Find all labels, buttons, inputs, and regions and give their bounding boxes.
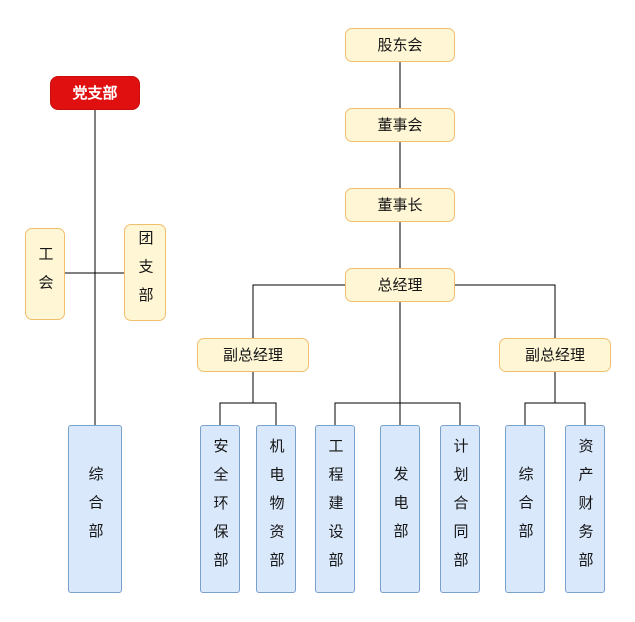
node-label: 董事会 bbox=[377, 115, 423, 134]
node-board-of-directors: 董事会 bbox=[345, 108, 455, 142]
node-label: 计划合同部 bbox=[451, 437, 470, 581]
node-label: 副总经理 bbox=[222, 345, 283, 364]
node-mech-materials-dept: 机电物资部 bbox=[256, 425, 296, 593]
node-label: 总经理 bbox=[377, 275, 423, 294]
node-label: 发电部 bbox=[391, 466, 410, 552]
node-youth-league: 团支部 bbox=[124, 224, 166, 321]
edge-deputy-right-departments bbox=[524, 402, 586, 425]
node-label: 综合部 bbox=[516, 466, 535, 552]
node-label: 党支部 bbox=[72, 83, 118, 102]
node-label: 资产财务部 bbox=[576, 437, 595, 581]
node-power-generation-dept: 发电部 bbox=[380, 425, 420, 593]
node-deputy-gm-right: 副总经理 bbox=[499, 338, 611, 372]
node-general-dept-left: 综合部 bbox=[68, 425, 122, 593]
node-label: 团支部 bbox=[136, 229, 155, 316]
node-label: 副总经理 bbox=[524, 345, 585, 364]
node-general-dept-right: 综合部 bbox=[505, 425, 545, 593]
node-shareholders-meeting: 股东会 bbox=[345, 28, 455, 62]
node-label: 股东会 bbox=[377, 35, 423, 54]
node-label: 综合部 bbox=[86, 466, 105, 552]
node-engineering-dept: 工程建设部 bbox=[315, 425, 355, 593]
node-chairman: 董事长 bbox=[345, 188, 455, 222]
node-label: 机电物资部 bbox=[267, 437, 286, 581]
node-planning-contract-dept: 计划合同部 bbox=[440, 425, 480, 593]
node-asset-finance-dept: 资产财务部 bbox=[565, 425, 605, 593]
node-safety-env-dept: 安全环保部 bbox=[200, 425, 240, 593]
node-label: 工会 bbox=[36, 245, 55, 303]
edge-gm-deputy-right bbox=[455, 284, 556, 338]
node-label: 工程建设部 bbox=[326, 437, 345, 581]
edge-gm-deputy-left bbox=[252, 284, 345, 338]
node-labor-union: 工会 bbox=[25, 228, 65, 320]
edge-deputy-left-departments bbox=[219, 402, 277, 425]
node-general-manager: 总经理 bbox=[345, 268, 455, 302]
node-label: 董事长 bbox=[377, 195, 423, 214]
edge-gm-middle-departments bbox=[334, 402, 461, 425]
node-party-branch: 党支部 bbox=[50, 76, 140, 110]
node-label: 安全环保部 bbox=[211, 437, 230, 581]
node-deputy-gm-left: 副总经理 bbox=[197, 338, 309, 372]
